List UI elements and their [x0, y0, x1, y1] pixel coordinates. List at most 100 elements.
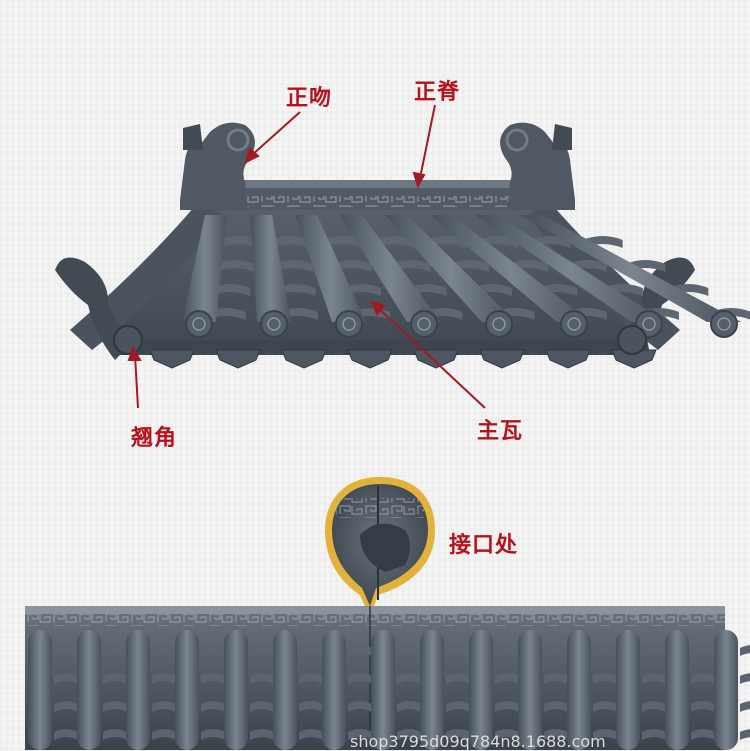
drip-tile	[215, 349, 261, 369]
pan-tile	[273, 260, 314, 272]
pan-tile	[214, 260, 255, 272]
panel-cover-tile	[420, 630, 444, 750]
panel-pan-tile	[446, 729, 470, 740]
tile-end-disc	[260, 310, 288, 338]
label-zhengwen: 正吻	[286, 86, 333, 111]
panel-pan-tile	[250, 673, 274, 684]
label-qiaojiao: 翘角	[131, 426, 178, 451]
panel-pan-tile	[446, 673, 470, 684]
panel-cover-tile	[273, 630, 297, 750]
arrow-qiaojiao	[134, 354, 139, 409]
panel-pan-tile	[152, 645, 176, 656]
panel-cover-tile	[126, 630, 150, 750]
joint-magnifier	[325, 477, 435, 618]
panel-pan-tile	[348, 729, 372, 740]
cover-tile	[475, 215, 666, 322]
panel-pan-tile	[397, 645, 421, 656]
tile-detail-panel	[25, 606, 750, 750]
panel-pan-tile	[54, 673, 78, 684]
panel-pan-tile	[691, 701, 715, 712]
tile-end-disc	[710, 310, 738, 338]
pan-tile	[210, 284, 251, 296]
drip-tile	[611, 349, 657, 369]
panel-pan-tile	[642, 645, 666, 656]
right-corner-disc	[617, 325, 647, 355]
panel-cover-tile	[371, 630, 395, 750]
panel-cover-tile	[714, 630, 738, 750]
panel-pan-tile	[201, 673, 225, 684]
panel-cover-tile	[28, 630, 52, 750]
drip-tile	[479, 349, 525, 369]
panel-pan-tile	[691, 673, 715, 684]
panel-pan-tile	[250, 645, 274, 656]
panel-cover-tile	[175, 630, 199, 750]
panel-pan-tile	[691, 729, 715, 740]
panel-pan-tile	[299, 673, 323, 684]
pan-tile	[322, 236, 363, 248]
panel-pan-tile	[152, 729, 176, 740]
panel-pan-tile	[495, 701, 519, 712]
panel-pan-tile	[201, 729, 225, 740]
panel-pan-tile	[299, 729, 323, 740]
panel-cover-tile	[77, 630, 101, 750]
tile-end-disc	[560, 310, 588, 338]
drip-tile	[149, 349, 195, 369]
cover-tile	[430, 215, 591, 322]
panel-pan-tile	[740, 645, 750, 656]
panel-pan-tile	[54, 645, 78, 656]
panel-pan-tile	[250, 729, 274, 740]
drip-tile	[413, 349, 459, 369]
panel-pan-tile	[103, 729, 127, 740]
panel-pan-tile	[642, 729, 666, 740]
left-ridge-ornament	[180, 122, 255, 210]
right-ridge-ornament	[500, 122, 575, 210]
panel-pan-tile	[201, 701, 225, 712]
label-zhuwa: 主瓦	[477, 419, 524, 444]
panel-pan-tile	[54, 701, 78, 712]
panel-pan-tile	[250, 701, 274, 712]
arrow-zhengwen	[251, 111, 301, 156]
panel-cover-tile	[616, 630, 640, 750]
tile-end-disc	[335, 310, 363, 338]
panel-pan-tile	[495, 673, 519, 684]
panel-pan-tile	[446, 645, 470, 656]
panel-pan-tile	[593, 673, 617, 684]
panel-pan-tile	[593, 729, 617, 740]
panel-pan-tile	[495, 645, 519, 656]
arrow-zhengji	[419, 104, 436, 179]
panel-pan-tile	[103, 701, 127, 712]
panel-pan-tile	[54, 729, 78, 740]
drip-tile	[281, 349, 327, 369]
label-jiekou: 接口处	[449, 533, 519, 558]
panel-pan-tile	[152, 701, 176, 712]
drip-tile	[545, 349, 591, 369]
panel-pan-tile	[397, 673, 421, 684]
panel-pan-tile	[103, 673, 127, 684]
panel-pan-tile	[103, 645, 127, 656]
panel-pan-tile	[593, 645, 617, 656]
panel-pan-tile	[544, 729, 568, 740]
arrow-zhuwa	[377, 307, 486, 409]
panel-pan-tile	[544, 673, 568, 684]
pan-tile	[374, 236, 415, 248]
left-corner-disc	[113, 325, 143, 355]
panel-pan-tile	[495, 729, 519, 740]
pan-tile	[331, 260, 372, 272]
panel-pan-tile	[348, 645, 372, 656]
panel-pan-tile	[152, 673, 176, 684]
panel-pan-tile	[544, 645, 568, 656]
panel-pan-tile	[740, 701, 750, 712]
drip-tiles	[149, 349, 657, 369]
panel-pan-tile	[740, 729, 750, 740]
cover-tile	[520, 215, 741, 322]
ridge-meander-pattern	[245, 196, 510, 207]
cover-tile	[385, 215, 516, 322]
panel-pan-tile	[348, 701, 372, 712]
tile-end-disc	[185, 310, 213, 338]
panel-pan-tile	[299, 645, 323, 656]
panel-cover-tile	[469, 630, 493, 750]
panel-pan-tile	[642, 701, 666, 712]
panel-cover-tile	[224, 630, 248, 750]
panel-cover-tile	[518, 630, 542, 750]
